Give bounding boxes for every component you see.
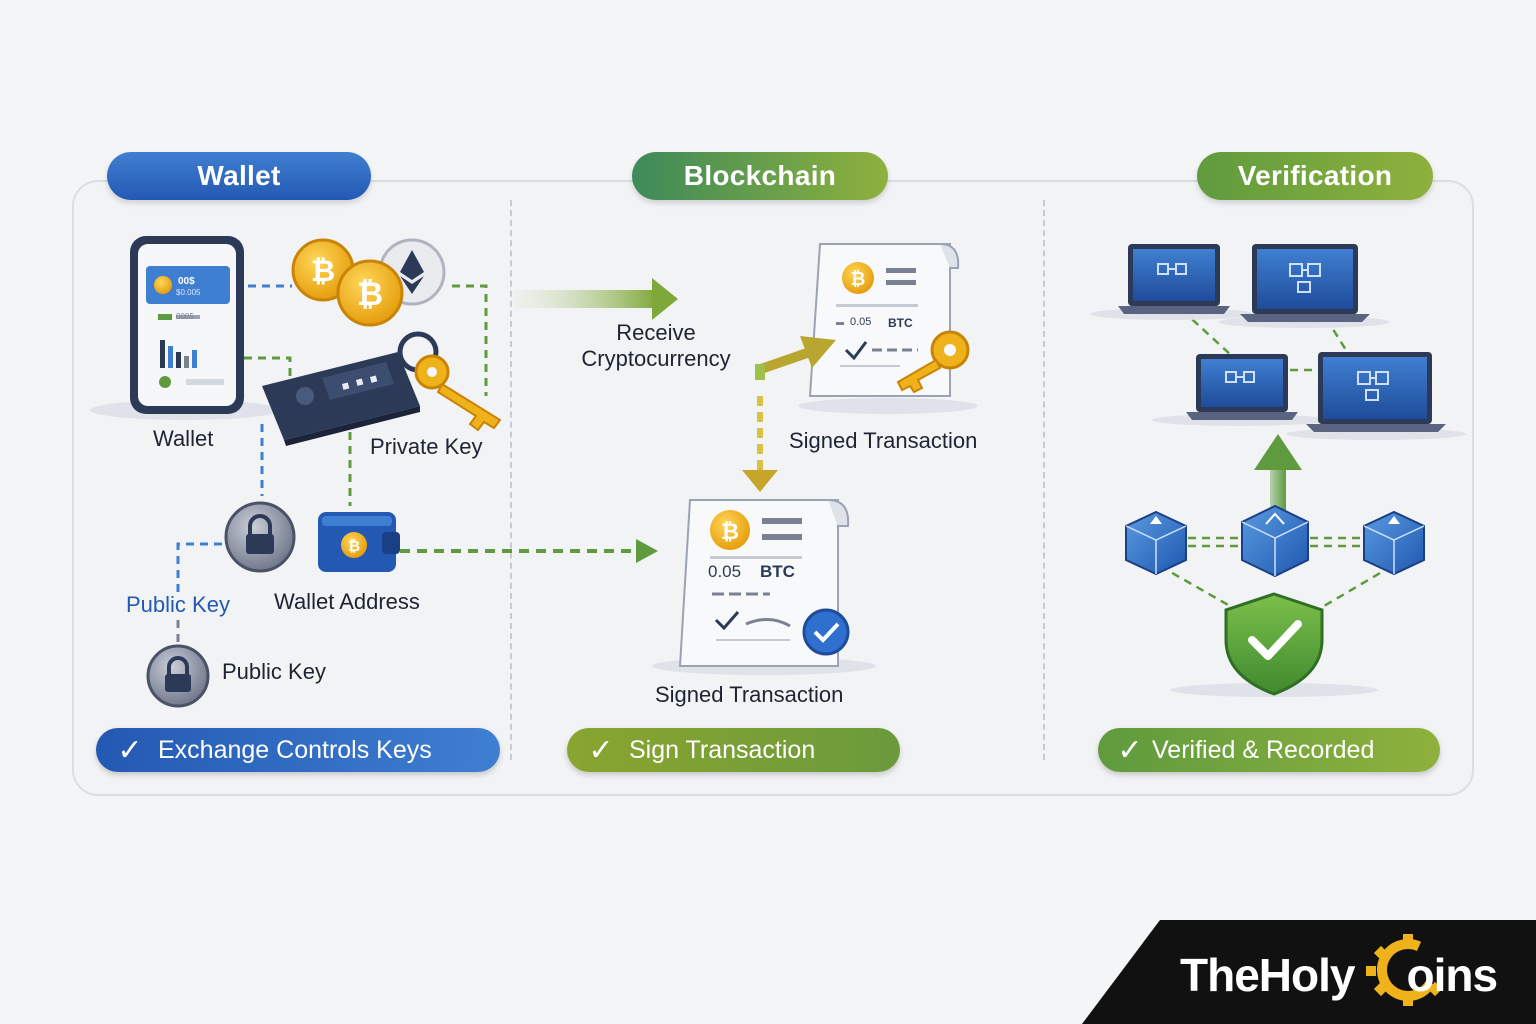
receive-arrow-icon bbox=[514, 278, 678, 320]
padlock-icon bbox=[224, 501, 296, 573]
status-verified-recorded-text: Verified & Recorded bbox=[1152, 735, 1375, 764]
tx-top-amount: 0.05 bbox=[850, 316, 872, 328]
laptop-node-icon bbox=[1090, 244, 1254, 320]
section-wallet-header: Wallet bbox=[107, 152, 371, 200]
document-icon: ₿ bbox=[652, 499, 876, 675]
brand-name-part1: TheHoly bbox=[1180, 949, 1355, 1001]
tx-bottom-unit: BTC bbox=[760, 562, 795, 581]
brand-logo: TheHoly oins bbox=[1180, 948, 1498, 1002]
gear-c-icon bbox=[1366, 934, 1443, 1006]
block-cube-icon bbox=[1125, 510, 1187, 576]
wallet-address-label: Wallet Address bbox=[274, 589, 420, 614]
phone-wallet-icon bbox=[90, 236, 280, 420]
status-sign-transaction: ✓ Sign Transaction bbox=[567, 728, 900, 772]
shield-check-icon bbox=[1170, 592, 1378, 697]
svg-text:₿: ₿ bbox=[851, 269, 866, 290]
check-icon: ✓ bbox=[588, 733, 614, 767]
divider-right bbox=[1043, 200, 1045, 760]
wallet-to-blockchain-arrow bbox=[400, 539, 658, 563]
private-key-label: Private Key bbox=[370, 434, 483, 459]
document-icon: ₿ bbox=[798, 243, 978, 414]
public-key-label: Public Key bbox=[126, 592, 230, 617]
svg-text:₿: ₿ bbox=[348, 537, 360, 555]
check-icon: ✓ bbox=[117, 733, 143, 767]
status-verified-recorded: ✓ Verified & Recorded bbox=[1098, 728, 1440, 772]
wallet-icon: ₿ bbox=[318, 512, 400, 572]
brand-name-part2: oins bbox=[1406, 949, 1498, 1001]
sign-arrow-icon bbox=[755, 336, 836, 380]
phone-amount-text: 0005 bbox=[176, 312, 194, 321]
phone-balance-text: 00$ bbox=[178, 276, 195, 287]
laptop-node-icon bbox=[1218, 244, 1390, 328]
block-cube-icon bbox=[1241, 504, 1309, 578]
svg-text:₿: ₿ bbox=[311, 254, 335, 289]
tx-bottom-amount: 0.05 bbox=[708, 562, 742, 581]
status-sign-transaction-text: Sign Transaction bbox=[629, 735, 816, 764]
wallet-label: Wallet bbox=[153, 426, 214, 451]
laptop-node-icon bbox=[1286, 352, 1466, 440]
signed-transaction-label-bottom: Signed Transaction bbox=[655, 682, 844, 707]
svg-text:₿: ₿ bbox=[721, 520, 739, 545]
svg-text:₿: ₿ bbox=[357, 275, 383, 313]
section-blockchain-header: Blockchain bbox=[632, 152, 888, 200]
divider-left bbox=[510, 200, 512, 760]
padlock-icon bbox=[146, 644, 210, 708]
hardware-wallet-icon bbox=[262, 352, 420, 446]
key-icon bbox=[896, 330, 970, 394]
laptop-node-icon bbox=[1152, 354, 1328, 426]
status-exchange-controls-keys: ✓ Exchange Controls Keys bbox=[96, 728, 500, 772]
up-arrow-icon bbox=[1254, 434, 1302, 510]
check-badge-icon bbox=[802, 608, 850, 656]
public-key-label-secondary: Public Key bbox=[222, 659, 326, 684]
signed-transaction-label-top: Signed Transaction bbox=[789, 428, 978, 453]
status-exchange-controls-keys-text: Exchange Controls Keys bbox=[158, 735, 432, 764]
tx-top-unit: BTC bbox=[888, 316, 913, 330]
receive-cryptocurrency-label: Receive Cryptocurrency bbox=[581, 320, 731, 371]
phone-subbalance-text: $0.005 bbox=[176, 288, 201, 297]
section-verification-header: Verification bbox=[1197, 152, 1433, 200]
down-arrow-icon bbox=[742, 396, 778, 492]
key-icon bbox=[397, 331, 502, 432]
brand-banner bbox=[1082, 920, 1536, 1024]
block-cube-icon bbox=[1363, 510, 1425, 576]
wallet-connectors bbox=[176, 284, 488, 650]
check-icon: ✓ bbox=[1117, 733, 1143, 767]
bitcoin-coin-icon: ₿ bbox=[336, 259, 404, 327]
